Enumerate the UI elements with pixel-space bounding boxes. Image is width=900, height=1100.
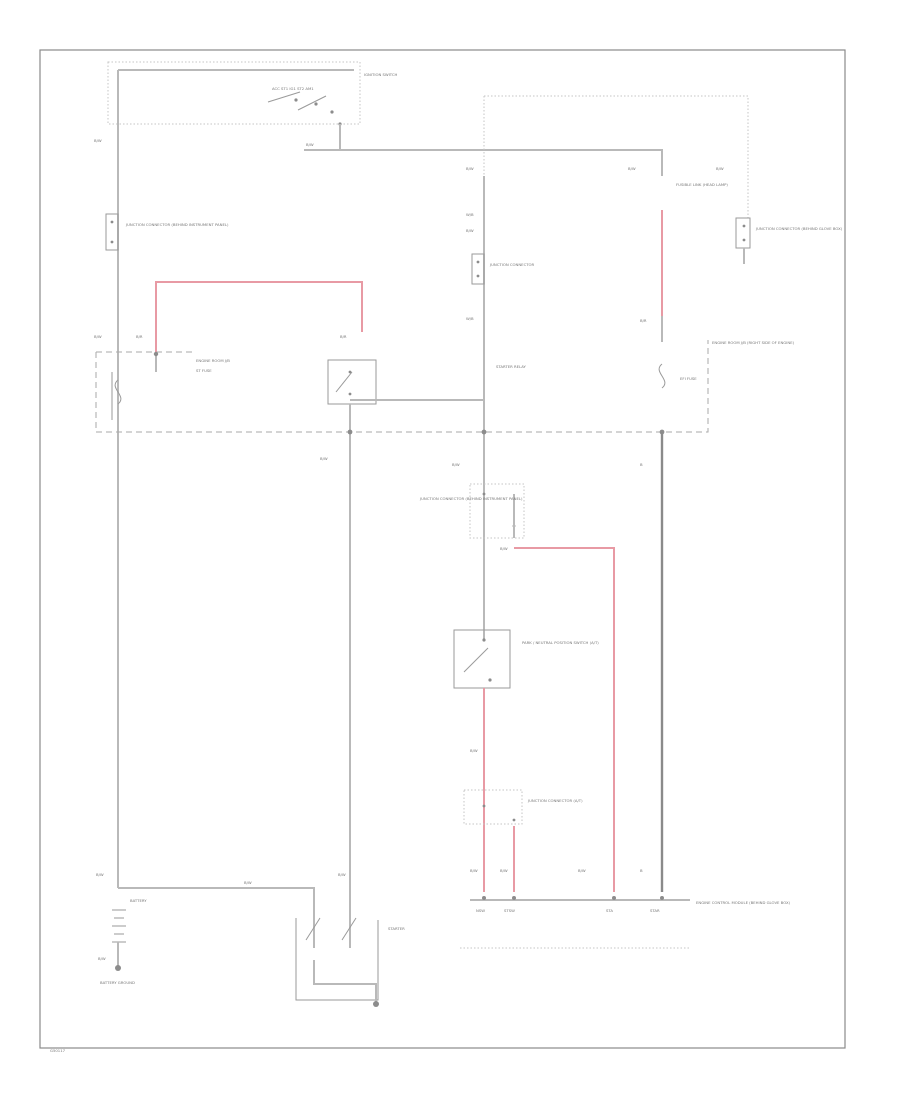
terminal-nsw: NSW <box>476 908 485 913</box>
wire-b-r-1: B/R <box>136 334 143 339</box>
ground-block-label: B/W <box>244 880 252 885</box>
wire-b-2: B <box>640 868 643 873</box>
footer-code: G50117 <box>50 1048 66 1053</box>
wire-b-r-3: B/R <box>640 318 647 323</box>
battery-ground-label: BATTERY GROUND <box>100 980 135 985</box>
terminal-stsw: STSW <box>504 908 515 913</box>
joint-connector-3-label: JUNCTION CONNECTOR (BEHIND INSTRUMENT PA… <box>419 496 523 501</box>
wire-bw-starter: B/W <box>338 872 346 877</box>
fusible-link-label: FUSIBLE LINK (HEAD LAMP) <box>676 182 728 187</box>
terminal-star: STAR <box>650 908 660 913</box>
wire-bw-right-top: B/W <box>716 166 724 171</box>
junction-connector-2: JUNCTION CONNECTOR <box>471 253 535 285</box>
wire-bw-upper: B/W <box>466 166 474 171</box>
wire-bw-right-2: B/W <box>628 166 636 171</box>
joint-connector-2-label: JUNCTION CONNECTOR <box>489 262 535 267</box>
diagram-border <box>39 49 846 1049</box>
battery-label: BATTERY <box>130 898 147 903</box>
fuse-right-label: EFI FUSE <box>680 376 697 381</box>
st-fuse-label: ST FUSE <box>196 368 212 373</box>
ignition-switch: IGNITION SWITCH ACC ST1 IG1 ST2 AM1 <box>107 61 398 126</box>
starter: STARTER <box>295 900 405 1007</box>
wire-top-left: B/W <box>94 138 102 143</box>
junction-connector-5: JUNCTION CONNECTOR (A/T) <box>463 789 583 825</box>
joint-connector-5-label: JUNCTION CONNECTOR (A/T) <box>527 798 583 803</box>
wire-b-1: B <box>640 462 643 467</box>
wire-b-r-2: B/R <box>340 334 347 339</box>
engine-room-jb-label: ENGINE ROOM J/B <box>196 358 230 363</box>
wire-w-b-2: W/B <box>466 316 474 321</box>
joint-connector-4-label: JUNCTION CONNECTOR (BEHIND GLOVE BOX) <box>755 226 843 231</box>
wire-bw-low-left: B/W <box>320 456 328 461</box>
wire-bw-ecm-3: B/W <box>578 868 586 873</box>
junction-connector-4: JUNCTION CONNECTOR (BEHIND GLOVE BOX) <box>735 217 843 264</box>
wire-bw-ground: B/W <box>98 956 106 961</box>
wire-bw-battery: B/W <box>96 872 104 877</box>
ignition-contacts-label: ACC ST1 IG1 ST2 AM1 <box>272 86 314 91</box>
ignition-switch-label: IGNITION SWITCH <box>364 72 398 77</box>
engine-control-module: NSW STSW STA STAR ENGINE CONTROL MODULE … <box>460 896 791 949</box>
starter-label: STARTER <box>388 926 405 931</box>
wire-bw-ecm-1: B/W <box>470 868 478 873</box>
terminal-sta: STA <box>606 908 613 913</box>
wire-bw-mid: B/W <box>94 334 102 339</box>
joint-connector-1-label: JUNCTION CONNECTOR (BEHIND INSTRUMENT PA… <box>125 222 229 227</box>
wire-bw-red-branch: B/W <box>500 546 508 551</box>
wire-bw-pn: B/W <box>470 748 478 753</box>
junction-connector-3: JUNCTION CONNECTOR (BEHIND INSTRUMENT PA… <box>419 483 525 539</box>
st-fuse <box>111 372 122 420</box>
park-neutral-switch: PARK / NEUTRAL POSITION SWITCH (A/T) <box>453 629 599 689</box>
ecm-label: ENGINE CONTROL MODULE (BEHIND GLOVE BOX) <box>696 900 791 905</box>
wire-bw-upper-right: B/W <box>306 142 314 147</box>
engine-room-jb-right-label: ENGINE ROOM J/B (RIGHT SIDE OF ENGINE) <box>712 340 795 345</box>
wire-bw-ecm-2: B/W <box>500 868 508 873</box>
park-neutral-switch-label: PARK / NEUTRAL POSITION SWITCH (A/T) <box>522 640 599 645</box>
junction-connector-1: JUNCTION CONNECTOR (BEHIND INSTRUMENT PA… <box>105 213 229 251</box>
starter-relay-label: STARTER RELAY <box>496 364 526 369</box>
wire-w-b-1: W/B <box>466 212 474 217</box>
battery: BATTERY B/W BATTERY GROUND <box>98 898 147 985</box>
wire-bw-mid2: B/W <box>466 228 474 233</box>
starter-relay: STARTER RELAY <box>327 359 526 405</box>
efi-fuse: EFI FUSE <box>658 363 697 389</box>
wire-bw-junction: B/W <box>452 462 460 467</box>
